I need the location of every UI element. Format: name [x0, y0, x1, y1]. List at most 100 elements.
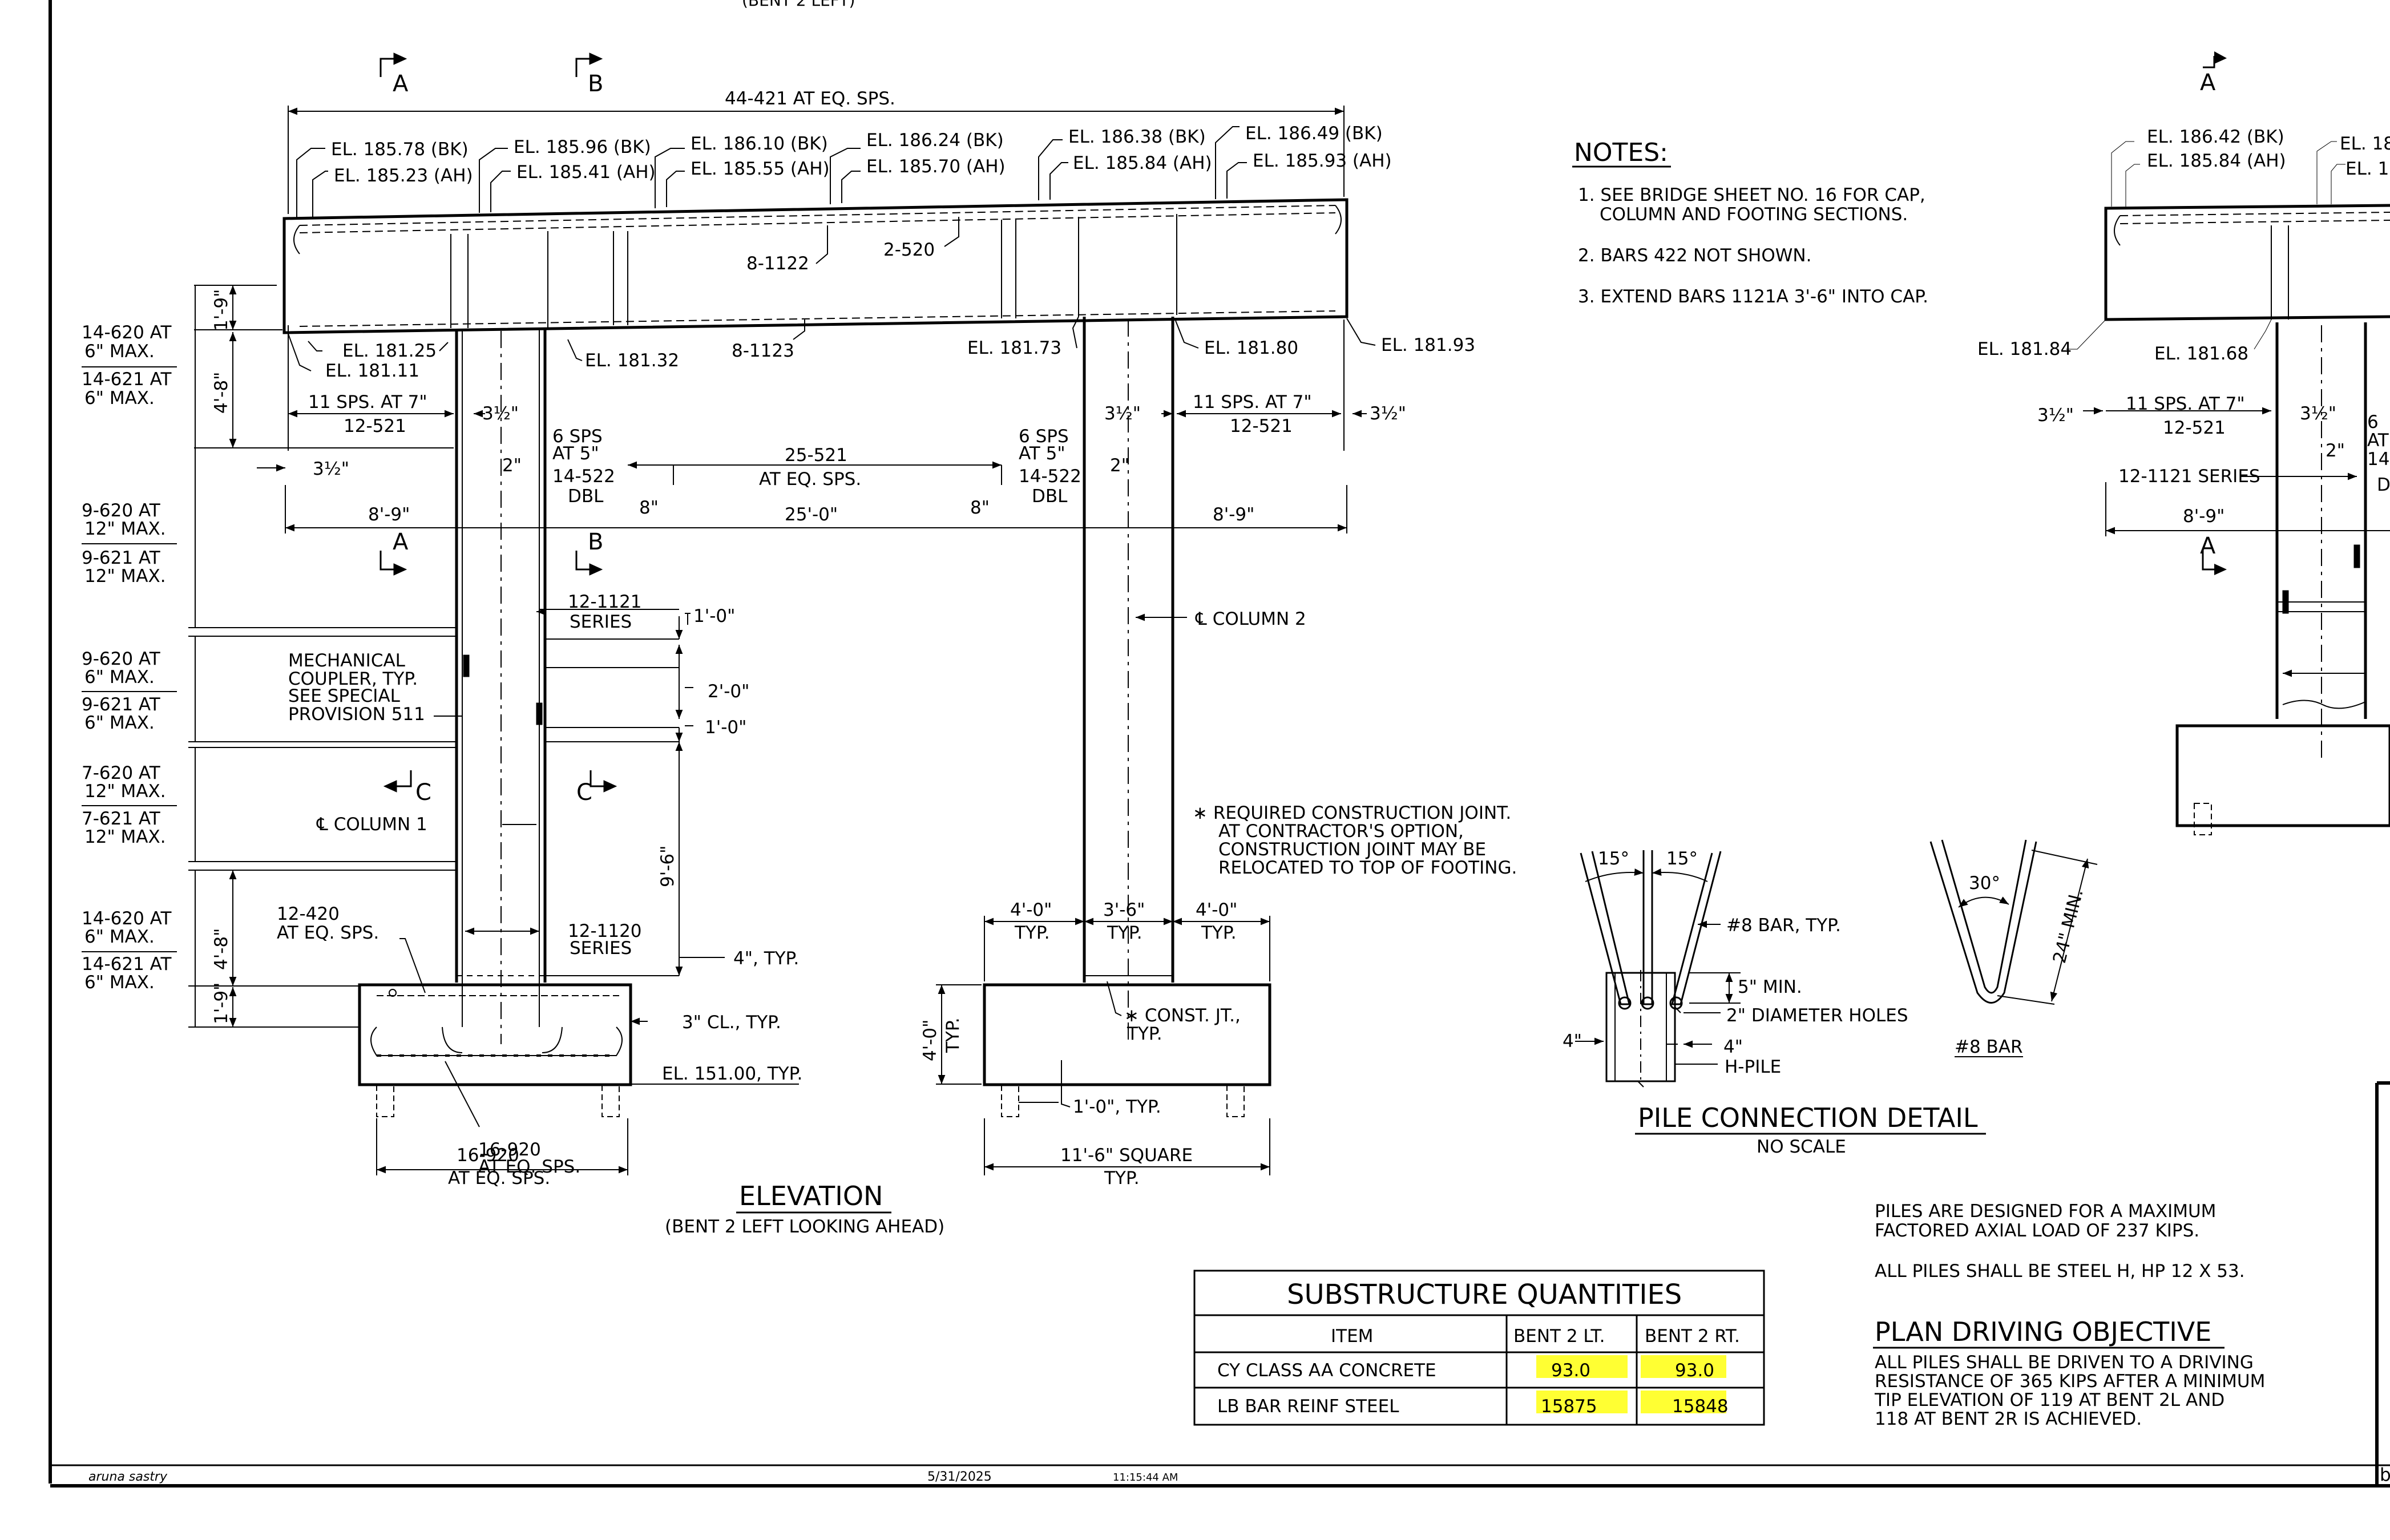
bar-note-2b: 12" MAX.	[84, 519, 166, 539]
mid-bar: 25-521	[785, 445, 847, 466]
row-rt-steel: 15848	[1672, 1396, 1729, 1417]
pile-detail-labels: 15° 15° #8 BAR, TYP. 5" MIN. 2" DIAMETER…	[1563, 848, 1908, 1077]
foot-height-typ: TYP.	[943, 1017, 963, 1053]
four-left: 4"	[1563, 1031, 1582, 1052]
cap-bar-leaders	[793, 217, 959, 340]
column-labels: 12-1121 SERIES 1'-0" 2'-0" 1'-0" 9'-6" M…	[277, 592, 1306, 959]
note-3: 3. EXTEND BARS 1121A 3'-6" INTO CAP.	[1578, 286, 1928, 307]
el-181-32: EL. 181.32	[585, 350, 679, 371]
section-mark-c-right: C	[576, 779, 592, 806]
bar-note-1a: 14-620 AT	[82, 322, 172, 343]
pile-detail	[1575, 850, 1741, 1088]
top-el-bk-1: EL. 185.78 (BK)	[331, 139, 469, 160]
footing-left-bar-labels: 16-920 AT EQ. SPS.	[448, 1145, 550, 1189]
top-el-ah-3: EL. 185.55 (AH)	[691, 159, 830, 179]
driving-objective-title: PLAN DRIVING OBJECTIVE	[1875, 1316, 2211, 1347]
top-el-ah-6: EL. 185.93 (AH)	[1253, 151, 1392, 171]
bar-920-bottom: 16-920	[457, 1145, 519, 1166]
w-3-6: 3'-6"	[1103, 900, 1145, 920]
col-header-rt: BENT 2 RT.	[1645, 1326, 1740, 1347]
bar-note-4a: 7-620 AT	[82, 763, 161, 783]
right-partial-labels: A A EL. 186.42 (BK) EL. 185.84 (AH) EL. …	[1977, 70, 2390, 1485]
el-181-93: EL. 181.93	[1381, 335, 1475, 355]
col-dim-4: 9'-6"	[657, 846, 678, 887]
rp-a-top: A	[2200, 70, 2216, 96]
sps6-l2: AT 5"	[552, 443, 599, 464]
bar-420b: AT EQ. SPS.	[277, 923, 379, 943]
bar-920b: AT EQ. SPS.	[478, 1157, 580, 1177]
section-mark-b-bottom: B	[588, 529, 603, 555]
elevation-title: ELEVATION	[739, 1181, 883, 1211]
rp-sps: 11 SPS. AT 7"	[2126, 394, 2245, 414]
eq-sps-bottom: AT EQ. SPS.	[448, 1168, 550, 1189]
bar-typ: #8 BAR, TYP.	[1726, 915, 1841, 936]
columns	[455, 317, 1174, 1044]
bar-note-3a: 9-620 AT	[82, 649, 161, 669]
note-2: 2. BARS 422 NOT SHOWN.	[1578, 245, 1811, 266]
rp-el-4: EL. 18	[2345, 159, 2390, 179]
el-181-25: EL. 181.25	[342, 341, 437, 361]
left-sps: 11 SPS. AT 7"	[308, 392, 427, 413]
w-typ-left: TYP.	[1014, 923, 1050, 943]
angle-15-left: 15°	[1598, 848, 1629, 869]
rp-bar: 12-521	[2163, 418, 2226, 438]
bar-note-5a: 14-620 AT	[82, 908, 172, 929]
objective-1: ALL PILES SHALL BE DRIVEN TO A DRIVING	[1875, 1352, 2254, 1373]
rp-el-6: EL. 181.68	[2154, 343, 2248, 364]
right-partial-markers	[2214, 51, 2227, 575]
left-bar-notes: 14-620 AT 6" MAX. 14-621 AT 6" MAX. 9-62…	[82, 322, 172, 993]
angle-15-right: 15°	[1666, 848, 1698, 869]
joint-note-2: AT CONTRACTOR'S OPTION,	[1218, 821, 1464, 842]
col-dim-3: 1'-0"	[705, 717, 746, 738]
left-bar: 12-521	[344, 416, 406, 436]
bar-note-5d: 6" MAX.	[84, 972, 155, 993]
two-in-2: 2"	[1110, 455, 1129, 476]
bar-note-1b: 6" MAX.	[84, 341, 155, 362]
bar-note-1d: 6" MAX.	[84, 388, 155, 409]
notes-heading: NOTES:	[1574, 138, 1668, 167]
foot-height: 4'-0"	[920, 1020, 940, 1061]
dim-foot-1-9: 1'-9"	[211, 983, 232, 1024]
left-bar-note-dividers	[82, 366, 177, 952]
rp-three-half-2: 3½"	[2300, 403, 2336, 424]
col-dim-1: 1'-0"	[693, 606, 735, 626]
top-el-ah-5: EL. 185.84 (AH)	[1073, 153, 1212, 173]
dim-cap-4-8: 4'-8"	[211, 372, 232, 414]
highlight-rt-concrete	[1641, 1355, 1726, 1378]
highlight-rt-steel	[1641, 1391, 1726, 1413]
bar-1123-label: 8-1123	[732, 341, 794, 361]
joint-note-1: ∗ REQUIRED CONSTRUCTION JOINT.	[1193, 803, 1511, 823]
pile-note-3: ALL PILES SHALL BE STEEL H, HP 12 X 53.	[1875, 1261, 2245, 1282]
right-bar: 12-521	[1230, 416, 1293, 436]
bar-520-label: 2-520	[883, 240, 935, 260]
holes: 2" DIAMETER HOLES	[1726, 1005, 1908, 1026]
col2-label: ℄ COLUMN 2	[1195, 609, 1306, 629]
section-mark-b-top: B	[588, 71, 603, 97]
w-typ-right: TYP.	[1201, 923, 1237, 943]
bar-note-1c: 14-621 AT	[82, 369, 172, 390]
dim-cap-1-9: 1'-9"	[211, 289, 232, 331]
overall-dim	[288, 106, 1345, 214]
footer-date: 5/31/2025	[927, 1470, 992, 1484]
joint-note: ∗ REQUIRED CONSTRUCTION JOINT. AT CONTRA…	[1193, 803, 1517, 878]
two-in-1: 2"	[502, 455, 522, 476]
sps6-r4: DBL	[1032, 486, 1068, 507]
top-el-bk-6: EL. 186.49 (BK)	[1245, 123, 1383, 144]
row-lt-steel: 15875	[1541, 1396, 1597, 1417]
top-label: (BENT 2 LEFT)	[742, 0, 855, 10]
driving-objective-text: ALL PILES SHALL BE DRIVEN TO A DRIVING R…	[1874, 1352, 2265, 1429]
rp-three-half: 3½"	[2037, 405, 2074, 426]
footer: aruna sastry 5/31/2025 11:15:44 AM	[88, 1470, 1178, 1484]
sps6-l1: 6 SPS	[552, 426, 603, 447]
footing-left-labels: 4", TYP. 3" CL., TYP. EL. 151.00, TYP. 1…	[478, 948, 802, 1177]
top-el-ah-4: EL. 185.70 (AH)	[866, 156, 1006, 177]
top-elevation-labels: EL. 185.78 (BK) EL. 185.23 (AH) EL. 185.…	[331, 123, 1392, 186]
col1-label: ℄ COLUMN 1	[316, 814, 427, 835]
bar-note-2a: 9-620 AT	[82, 500, 161, 521]
three-half-2: 3½"	[1104, 403, 1141, 424]
pile-note-1: PILES ARE DESIGNED FOR A MAXIMUM	[1875, 1201, 2216, 1222]
top-el-bk-5: EL. 186.38 (BK)	[1068, 127, 1206, 147]
rp-series: 12-1121 SERIES	[2118, 466, 2260, 487]
bar-note-4d: 12" MAX.	[84, 827, 166, 847]
section-mark-c-left: C	[415, 779, 431, 806]
